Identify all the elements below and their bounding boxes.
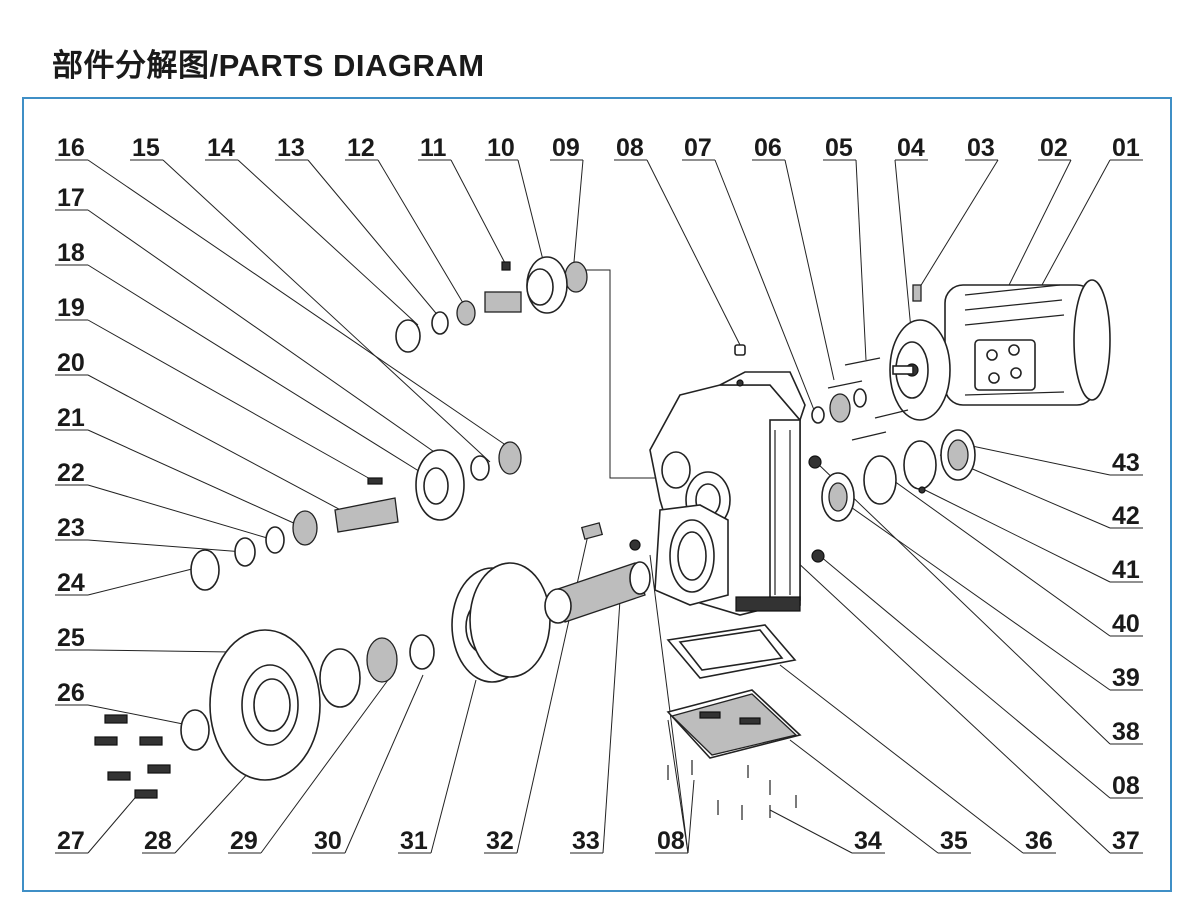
label-08-right: 08 bbox=[1112, 772, 1140, 800]
motor-pinion bbox=[811, 388, 867, 424]
label-35: 35 bbox=[940, 827, 968, 855]
label-39: 39 bbox=[1112, 664, 1140, 692]
label-28: 28 bbox=[144, 827, 172, 855]
label-11: 11 bbox=[420, 134, 447, 162]
label-20: 20 bbox=[57, 349, 85, 377]
label-25: 25 bbox=[57, 624, 85, 652]
label-10: 10 bbox=[487, 134, 515, 162]
label-30: 30 bbox=[314, 827, 342, 855]
label-36: 36 bbox=[1025, 827, 1053, 855]
label-17: 17 bbox=[57, 184, 85, 212]
label-08-bottom: 08 bbox=[657, 827, 685, 855]
label-16: 16 bbox=[57, 134, 85, 162]
bearing-seals-right bbox=[821, 429, 976, 522]
label-43: 43 bbox=[1112, 449, 1140, 477]
studs bbox=[827, 357, 909, 441]
label-22: 22 bbox=[57, 459, 85, 487]
flange-bolts bbox=[94, 714, 171, 799]
motor bbox=[944, 279, 1111, 406]
middle-gear-stack bbox=[190, 441, 522, 591]
upper-gear-stack bbox=[395, 256, 588, 353]
label-21: 21 bbox=[57, 404, 85, 432]
label-23: 23 bbox=[57, 514, 85, 542]
label-34: 34 bbox=[854, 827, 882, 855]
cover-bolts bbox=[667, 760, 797, 820]
part-labels: 16 15 14 13 12 11 10 09 08 07 06 05 04 0… bbox=[57, 134, 1140, 855]
label-32: 32 bbox=[486, 827, 514, 855]
label-18: 18 bbox=[57, 239, 85, 267]
label-07: 07 bbox=[684, 134, 712, 162]
label-09: 09 bbox=[552, 134, 580, 162]
label-14: 14 bbox=[207, 134, 235, 162]
output-shaft bbox=[544, 522, 651, 624]
leader-lines bbox=[55, 159, 1143, 854]
page-title: 部件分解图/PARTS DIAGRAM bbox=[52, 48, 485, 83]
label-31: 31 bbox=[400, 827, 428, 855]
diagram-frame bbox=[22, 97, 1172, 892]
label-27: 27 bbox=[57, 827, 85, 855]
label-05: 05 bbox=[825, 134, 853, 162]
label-12: 12 bbox=[347, 134, 375, 162]
label-37: 37 bbox=[1112, 827, 1140, 855]
output-flange bbox=[180, 629, 435, 781]
label-03: 03 bbox=[967, 134, 995, 162]
label-29: 29 bbox=[230, 827, 258, 855]
label-40: 40 bbox=[1112, 610, 1140, 638]
label-33: 33 bbox=[572, 827, 600, 855]
label-26: 26 bbox=[57, 679, 85, 707]
label-41: 41 bbox=[1112, 556, 1140, 584]
motor-flange bbox=[889, 284, 951, 421]
output-flange-plate bbox=[654, 504, 729, 606]
label-38: 38 bbox=[1112, 718, 1140, 746]
label-06: 06 bbox=[754, 134, 782, 162]
label-19: 19 bbox=[57, 294, 85, 322]
label-01: 01 bbox=[1112, 134, 1140, 162]
label-24: 24 bbox=[57, 569, 85, 597]
output-gear bbox=[451, 562, 551, 683]
cover-gasket bbox=[666, 624, 797, 679]
vent-screw bbox=[734, 344, 746, 387]
label-08-top: 08 bbox=[616, 134, 644, 162]
label-42: 42 bbox=[1112, 502, 1140, 530]
label-13: 13 bbox=[277, 134, 305, 162]
label-15: 15 bbox=[132, 134, 160, 162]
cover-plate bbox=[666, 689, 802, 759]
oil-plugs bbox=[629, 455, 825, 563]
label-02: 02 bbox=[1040, 134, 1068, 162]
label-04: 04 bbox=[897, 134, 925, 162]
